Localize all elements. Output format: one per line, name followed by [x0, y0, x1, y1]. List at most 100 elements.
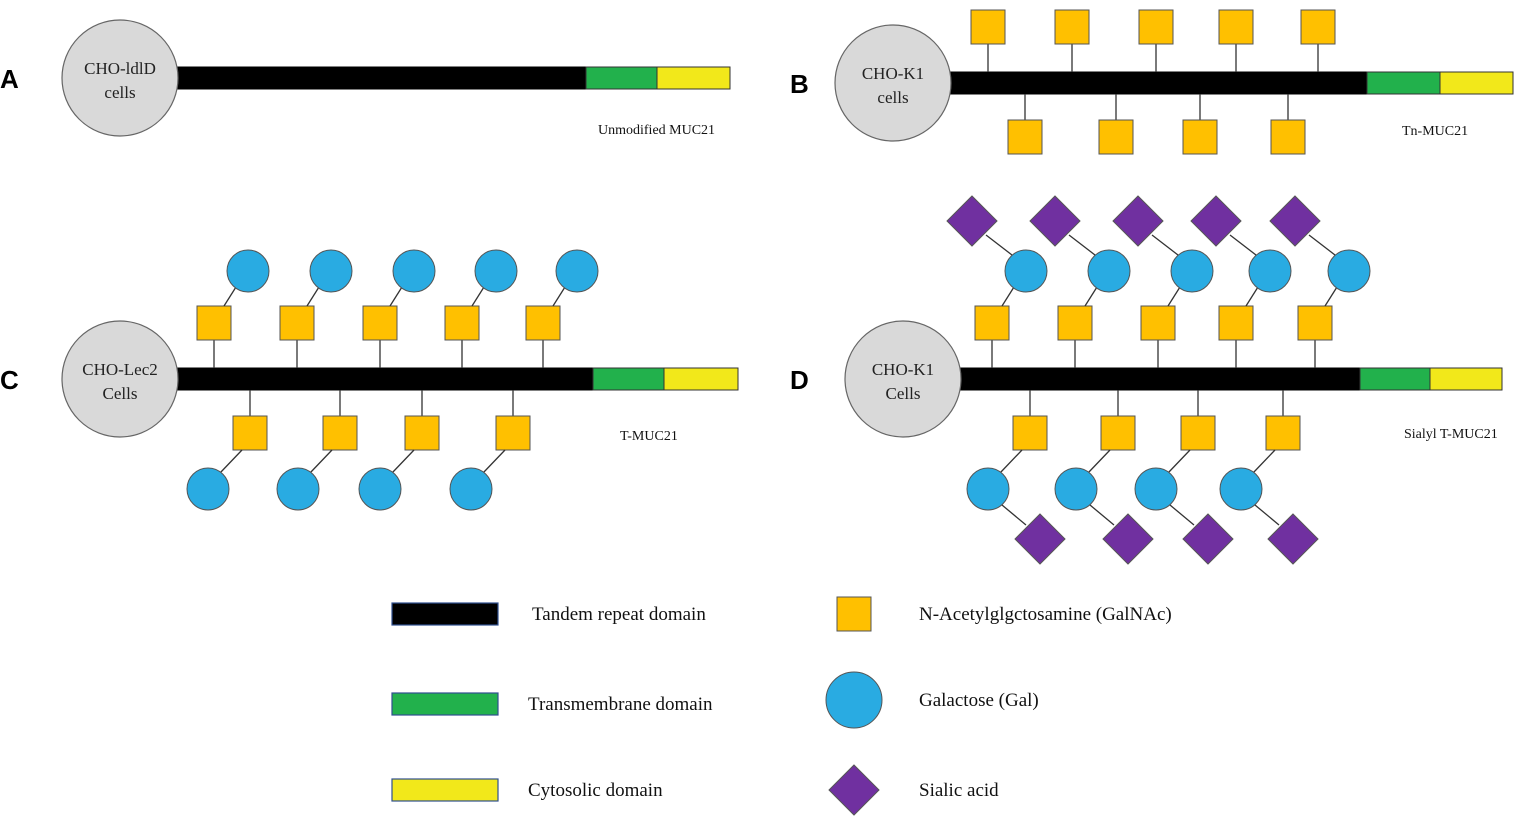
upper-galnac-square [970, 9, 1006, 45]
galnac-gal-linkage [1252, 449, 1276, 474]
lower-gal-circle [1134, 467, 1178, 511]
lower-galnac-square [322, 415, 358, 451]
cell-line-suffix: Cells [886, 384, 921, 403]
upper-gal-circle [474, 249, 518, 293]
upper-gal-circle [1004, 249, 1048, 293]
lower-galnac-square [1180, 415, 1216, 451]
upper-galnac-square [196, 305, 232, 341]
cell-body [61, 19, 179, 137]
lower-galnac-square [404, 415, 440, 451]
upper-gal-circle [309, 249, 353, 293]
upper-sialic-diamond [1112, 195, 1164, 247]
cytosolic-domain [656, 66, 731, 90]
legend-label: Sialic acid [919, 780, 999, 801]
legend-label: Cytosolic domain [528, 780, 663, 801]
upper-sialic-diamond [1029, 195, 1081, 247]
transmembrane-domain [1366, 71, 1441, 95]
lower-gal-circle [358, 467, 402, 511]
lower-gal-circle [449, 467, 493, 511]
galnac-gal-linkage [1087, 449, 1111, 474]
galnac-gal-linkage [1167, 286, 1181, 307]
upper-galnac-square [444, 305, 480, 341]
upper-galnac-square [279, 305, 315, 341]
galnac-gal-linkage [1167, 449, 1191, 474]
variant-label: Tn-MUC21 [1402, 124, 1468, 139]
upper-sialic-diamond [946, 195, 998, 247]
galnac-gal-linkage [219, 449, 243, 474]
lower-gal-circle [186, 467, 230, 511]
cell-line-suffix: Cells [103, 384, 138, 403]
gal-sialic-linkage [1308, 234, 1336, 256]
upper-galnac-square [1140, 305, 1176, 341]
upper-gal-circle [392, 249, 436, 293]
tandem-repeat-domain [944, 71, 1368, 95]
cell-line-name: CHO-K1 [862, 64, 924, 83]
legend-label: Transmembrane domain [528, 694, 713, 715]
upper-gal-circle [1327, 249, 1371, 293]
cell-line-name: CHO-Lec2 [82, 360, 158, 379]
transmembrane-domain [1359, 367, 1431, 391]
galnac-gal-linkage [309, 449, 333, 474]
legend-swatch-cytosolic [391, 778, 499, 802]
lower-gal-circle [1054, 467, 1098, 511]
galnac-gal-linkage [391, 449, 415, 474]
galnac-gal-linkage [1245, 286, 1259, 307]
lower-galnac-square [495, 415, 531, 451]
gal-sialic-linkage [1169, 504, 1195, 526]
tandem-repeat-domain [169, 367, 594, 391]
galnac-gal-linkage [1084, 286, 1098, 307]
upper-gal-circle [555, 249, 599, 293]
upper-galnac-square [1300, 9, 1336, 45]
variant-label: Sialyl T-MUC21 [1404, 427, 1498, 442]
upper-sialic-diamond [1190, 195, 1242, 247]
upper-galnac-square [974, 305, 1010, 341]
lower-sialic-diamond [1267, 513, 1319, 565]
upper-galnac-square [1297, 305, 1333, 341]
lower-gal-circle [1219, 467, 1263, 511]
lower-galnac-square [1012, 415, 1048, 451]
transmembrane-domain [585, 66, 658, 90]
upper-galnac-square [362, 305, 398, 341]
cell-line-suffix: cells [877, 88, 908, 107]
galnac-gal-linkage [389, 286, 403, 307]
upper-galnac-square [1057, 305, 1093, 341]
gal-sialic-linkage [1089, 504, 1115, 526]
upper-galnac-square [1138, 9, 1174, 45]
variant-label: T-MUC21 [620, 429, 678, 444]
cytosolic-domain [1439, 71, 1514, 95]
gal-sialic-linkage [1151, 234, 1179, 256]
legend-label: N-Acetylglgctosamine (GalNAc) [919, 604, 1172, 625]
lower-galnac-square [1098, 119, 1134, 155]
lower-sialic-diamond [1014, 513, 1066, 565]
galnac-gal-linkage [223, 286, 237, 307]
upper-gal-circle [1248, 249, 1292, 293]
panel-letter: D [790, 365, 809, 395]
gal-sialic-linkage [1068, 234, 1096, 256]
tandem-repeat-domain [954, 367, 1361, 391]
lower-gal-circle [276, 467, 320, 511]
cytosolic-domain [663, 367, 739, 391]
galnac-gal-linkage [471, 286, 485, 307]
upper-gal-circle [226, 249, 270, 293]
upper-galnac-square [1218, 305, 1254, 341]
cell-body [834, 24, 952, 142]
legend-label: Tandem repeat domain [532, 604, 706, 625]
galnac-gal-linkage [306, 286, 320, 307]
gal-sialic-linkage [1001, 504, 1027, 526]
lower-galnac-square [1182, 119, 1218, 155]
lower-sialic-diamond [1182, 513, 1234, 565]
variant-label: Unmodified MUC21 [598, 123, 715, 138]
cell-line-name: CHO-ldlD [84, 59, 156, 78]
lower-galnac-square [1100, 415, 1136, 451]
galnac-gal-linkage [1324, 286, 1338, 307]
gal-sialic-linkage [985, 234, 1013, 256]
cytosolic-domain [1429, 367, 1503, 391]
panel-letter: A [0, 64, 19, 94]
lower-galnac-square [1007, 119, 1043, 155]
upper-gal-circle [1170, 249, 1214, 293]
upper-sialic-diamond [1269, 195, 1321, 247]
cell-line-name: CHO-K1 [872, 360, 934, 379]
panel-letter: C [0, 365, 19, 395]
